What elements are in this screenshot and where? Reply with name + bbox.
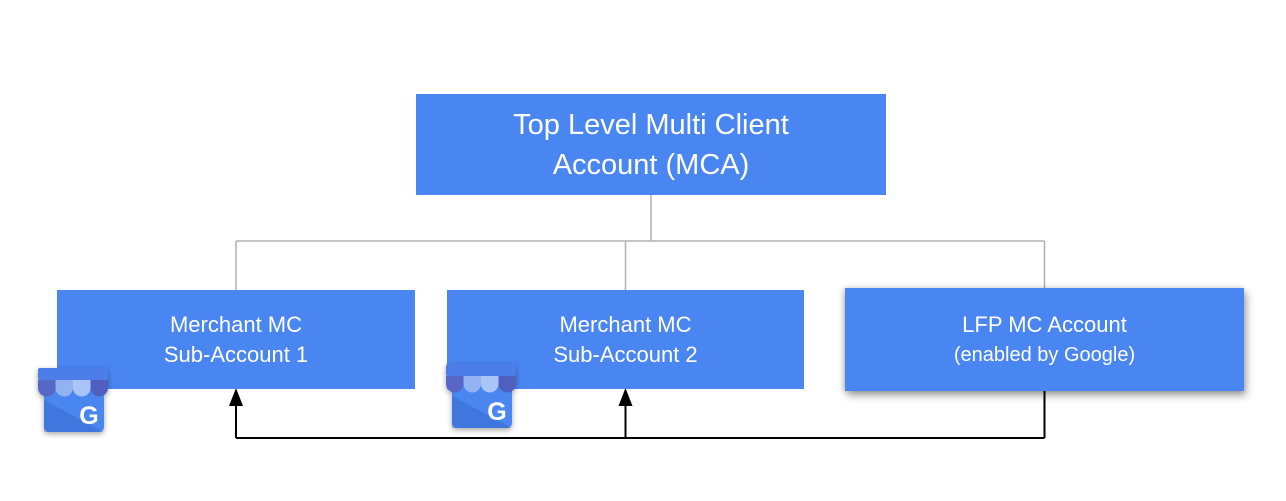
node-text-line: Merchant MC [559, 311, 692, 337]
hierarchy-tree-line [235, 195, 1046, 290]
node-text-line: LFP MC Account [962, 311, 1127, 337]
node-lfp-mc-account: LFP MC Account (enabled by Google) [845, 288, 1244, 391]
node-top-level-mca: Top Level Multi Client Account (MCA) [416, 94, 886, 195]
lfp-feed-arrow-line [235, 391, 1046, 439]
node-text-line: Account (MCA) [552, 148, 750, 181]
google-my-business-icon: G [446, 364, 516, 428]
node-text-line: (enabled by Google) [953, 343, 1136, 366]
node-text-line: Sub-Account 2 [553, 341, 698, 367]
node-text-line: Merchant MC [169, 311, 303, 337]
node-text-line: Top Level Multi Client [513, 108, 789, 141]
arrow-head-sub1 [229, 388, 243, 406]
node-text-line: Sub-Account 1 [163, 341, 309, 367]
icon-letter-g: G [79, 402, 98, 430]
google-my-business-icon: G [38, 368, 108, 432]
arrow-head-sub2 [618, 388, 633, 406]
icon-letter-g: G [487, 398, 506, 426]
node-merchant-sub-account-1: Merchant MC Sub-Account 1 [57, 290, 415, 389]
